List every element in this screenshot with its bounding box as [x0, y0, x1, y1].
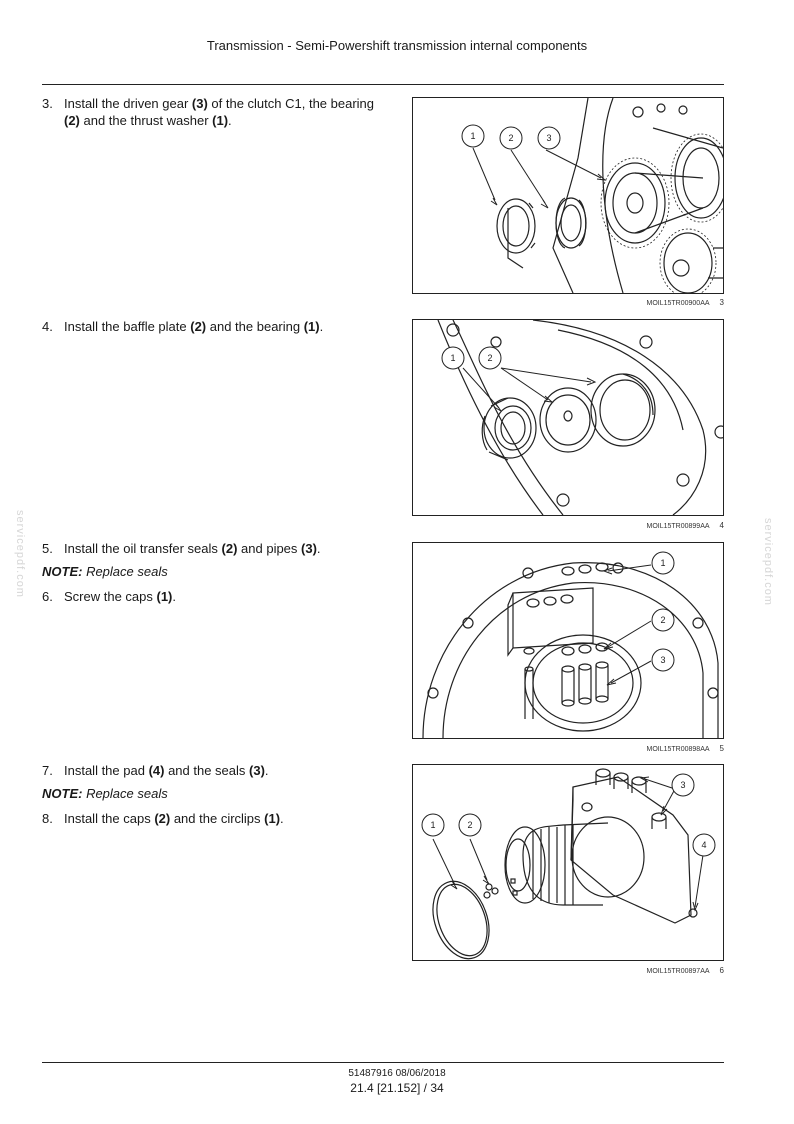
callout-label: 2 [487, 353, 492, 363]
callout-label: 2 [508, 133, 513, 143]
callout-label: 1 [470, 131, 475, 141]
callout-label: 4 [701, 840, 706, 850]
callout-label: 3 [546, 133, 551, 143]
illustration-baffle-plate: 1 2 [437, 320, 723, 515]
figure-baffle-plate: 1 2 [412, 319, 724, 516]
callout-label: 3 [660, 655, 665, 665]
header-title: Transmission - Semi-Powershift transmiss… [206, 38, 588, 53]
watermark-right: servicepdf.com [762, 518, 774, 606]
footer-doc-ref: 51487916 08/06/2018 [348, 1068, 446, 1079]
footer-rule [42, 1062, 724, 1063]
figure-oil-transfer-seals: 1 2 3 [412, 542, 724, 739]
note-replace-seals: NOTE: Replace seals [42, 564, 168, 579]
note-replace-seals-2: NOTE: Replace seals [42, 786, 168, 801]
step-6: 6.Screw the caps (1). [42, 589, 177, 604]
illustration-oil-transfer-seals: 1 2 3 [422, 551, 719, 738]
callout-label: 3 [680, 780, 685, 790]
header-rule [42, 84, 724, 85]
figure-driven-gear: 1 2 3 [412, 97, 724, 294]
figure-pad-and-seals: 1 2 3 4 [412, 764, 724, 961]
footer-page-number: 21.4 [21.152] / 34 [350, 1081, 444, 1095]
callout-label: 1 [450, 353, 455, 363]
step-7: 7.Install the pad (4) and the seals (3). [42, 763, 269, 778]
illustration-driven-gear: 1 2 3 [461, 98, 723, 293]
step-number: 3. [42, 96, 53, 111]
callout-label: 2 [660, 615, 665, 625]
figure-caption: MOIL15TR00900AA 3 [412, 298, 725, 307]
figure-code: MOIL15TR00900AA [646, 300, 710, 307]
step-3: 3.Install the driven gear (3) of the clu… [42, 96, 375, 128]
figure-index: 3 [719, 298, 724, 307]
watermark-left: servicepdf.com [14, 510, 26, 598]
step-4: 4.Install the baffle plate (2) and the b… [42, 319, 324, 334]
illustration-pad-and-seals: 1 2 3 4 [421, 768, 716, 960]
callout-label: 1 [660, 558, 665, 568]
step-5: 5.Install the oil transfer seals (2) and… [42, 541, 321, 556]
callout-label: 1 [430, 820, 435, 830]
step-8: 8.Install the caps (2) and the circlips … [42, 811, 284, 826]
callout-label: 2 [467, 820, 472, 830]
